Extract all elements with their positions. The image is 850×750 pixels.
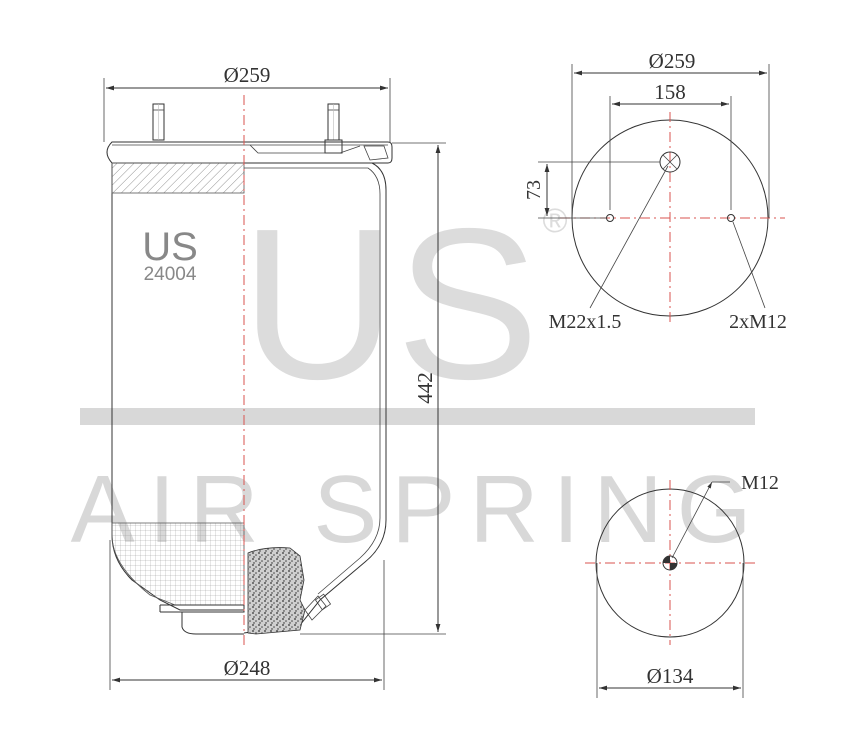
dimension-bolt-spacing: 158: [609, 80, 732, 210]
bottom-diameter-label: Ø248: [224, 656, 271, 680]
piston-section: [247, 547, 306, 635]
watermark-brand: US: [241, 183, 540, 424]
air-fitting-callout-label: M22x1.5: [549, 311, 622, 333]
piston-left: [160, 604, 245, 635]
bottom-thread-hole: [662, 555, 678, 571]
top-view: Ø259 158 73 M22x1.5 2xM12: [523, 49, 787, 333]
top-diameter-label: Ø259: [224, 63, 271, 87]
dimension-offset: 73: [523, 161, 660, 219]
bottom-view-diameter-label: Ø134: [647, 664, 694, 688]
lower-grid-band: [111, 522, 245, 606]
dimension-top-diameter: Ø259: [103, 63, 391, 142]
studs-callout-label: 2xM12: [729, 311, 787, 333]
height-label: 442: [413, 372, 437, 404]
bottom-thread-callout-label: M12: [741, 472, 779, 494]
stud-hole-left: [606, 214, 614, 222]
stud-hole-right: [727, 214, 735, 222]
part-number: 24004: [144, 264, 197, 285]
bolt-spacing-label: 158: [654, 80, 686, 104]
top-bead-section: [363, 145, 389, 161]
dimension-bottom-diameter: Ø248: [109, 540, 385, 690]
callout-studs: 2xM12: [729, 221, 787, 333]
dimension-top-view-diameter: Ø259: [571, 49, 770, 218]
bellows-outline-right: [243, 162, 387, 634]
side-view: US 24004 Ø259 Ø248 442: [103, 63, 446, 690]
upper-hatch-band: [111, 162, 245, 194]
dimension-bottom-view-diameter: Ø134: [596, 563, 744, 698]
mounting-stud-right: [324, 103, 343, 154]
top-view-diameter-label: Ø259: [649, 49, 696, 73]
offset-label: 73: [523, 180, 545, 200]
callout-bottom-thread: M12: [671, 472, 779, 559]
mounting-stud-left: [152, 103, 165, 141]
callout-air-fitting: M22x1.5: [549, 165, 669, 333]
top-plate: [106, 141, 393, 164]
watermark-bar: [80, 408, 755, 425]
watermark-registered-mark: ®: [542, 202, 567, 240]
dimension-height: 442: [300, 142, 446, 635]
brand-label: US: [142, 225, 198, 269]
bottom-view: M12 Ø134: [585, 472, 779, 698]
